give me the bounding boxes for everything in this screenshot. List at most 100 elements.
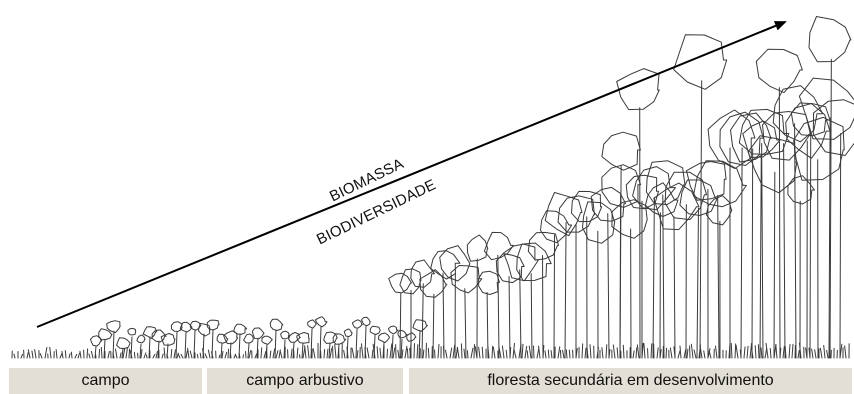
grass-blade (744, 347, 745, 358)
grass-blade (644, 344, 645, 358)
shrub-stem (185, 332, 186, 358)
tree-trunk (433, 294, 434, 358)
tree-trunk (400, 293, 401, 358)
grass-blade (62, 351, 63, 358)
grass-blade (687, 349, 688, 358)
shrub-stem (356, 329, 357, 358)
tree-trunk (840, 134, 841, 358)
grass-blade (398, 350, 399, 358)
tree-trunk (697, 208, 698, 358)
grass-blade (146, 355, 147, 358)
grass-blade (255, 354, 257, 358)
grass-blade (522, 344, 523, 358)
grass-blade (261, 348, 262, 358)
grass-blade (21, 354, 23, 358)
grass-blade (393, 348, 395, 358)
grass-blade (770, 348, 771, 358)
tree-canopy (398, 330, 407, 337)
tree-canopy (379, 333, 390, 343)
tree-canopy (479, 271, 500, 294)
grass-blade (372, 350, 373, 358)
grass-blade (792, 344, 793, 358)
grass-blade (327, 349, 328, 358)
grass-blade (590, 345, 591, 358)
tree-trunk (554, 235, 555, 358)
grass-blade (539, 346, 540, 358)
grass-blade (361, 344, 363, 358)
grass-blade (827, 350, 828, 358)
grass-blade (297, 348, 298, 358)
grass-blade (188, 348, 189, 358)
grass-blade (162, 354, 163, 358)
grass-blade (99, 350, 100, 358)
grass-blade (537, 349, 539, 358)
tree-trunk (718, 195, 719, 358)
grass-blade (40, 354, 42, 358)
grass-blade (87, 349, 88, 358)
grass-blade (153, 354, 155, 358)
grass-blade (558, 347, 560, 358)
grass-blade (222, 351, 223, 358)
grass-blade (208, 350, 210, 358)
grass-blade (387, 349, 388, 358)
tree-trunk (608, 214, 609, 358)
grass-blade (815, 350, 816, 358)
tree-canopy (270, 319, 283, 330)
grass-blade (377, 347, 378, 358)
grass-blade (450, 348, 452, 358)
grass-blade (407, 349, 408, 358)
grass-blade (178, 354, 180, 358)
grass-blade (225, 352, 227, 358)
grass-blade (141, 350, 142, 358)
grass-blade (344, 350, 345, 358)
grass-blade (493, 347, 495, 358)
grass-blade (14, 354, 15, 358)
grass-blade (606, 345, 607, 358)
shrub-stem (212, 330, 213, 358)
grass-blade (186, 351, 187, 358)
grass-blade (324, 350, 325, 358)
grass-blade (89, 354, 90, 358)
tree-canopy (244, 334, 254, 343)
tree-canopy (674, 35, 727, 90)
tree-canopy (602, 132, 641, 170)
grass-blade (228, 349, 229, 358)
grass-blade (750, 343, 752, 358)
grass-blade (585, 348, 586, 358)
tree-trunk (774, 172, 775, 358)
tree-canopy (484, 232, 513, 259)
grass-blade (75, 354, 77, 358)
grass-blade (548, 350, 549, 358)
grass-blade (71, 352, 72, 358)
grass-blade (482, 347, 483, 358)
grass-blade (731, 343, 732, 358)
grass-blade (50, 347, 51, 358)
grass-blade (171, 349, 172, 358)
tree-canopy (128, 328, 136, 335)
grass-blade (120, 353, 121, 358)
grass-blade (758, 345, 759, 358)
shrub-stem (275, 330, 276, 358)
tree-trunk (465, 289, 466, 358)
grass-blade (78, 353, 80, 358)
grass-blade (219, 355, 220, 358)
grass-blade (569, 350, 570, 358)
grass-blade (200, 353, 201, 358)
grass-blade (56, 350, 57, 358)
grass-blade (423, 350, 424, 358)
grass-blade (438, 344, 439, 358)
grass-blade (824, 346, 825, 358)
grass-blade (273, 349, 275, 358)
tree-canopy (756, 49, 802, 92)
grass-blade (65, 351, 66, 358)
grass-blade (776, 345, 777, 358)
grass-blade (551, 351, 552, 358)
grass-blade (783, 347, 784, 358)
grass-blade (735, 344, 736, 358)
tree-trunk (752, 149, 753, 358)
shrub-stem (302, 343, 303, 358)
tree-canopy (281, 331, 290, 338)
grass-blade (108, 351, 109, 358)
grass-blade (820, 348, 822, 358)
grass-blade (380, 348, 381, 358)
